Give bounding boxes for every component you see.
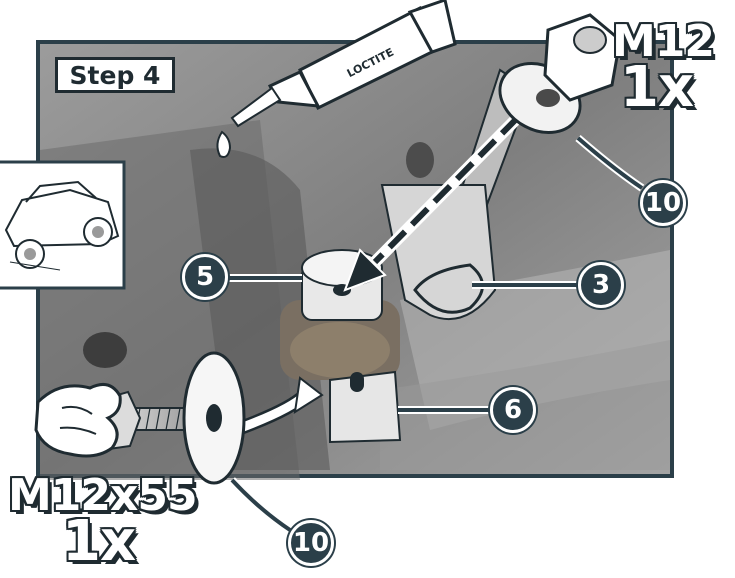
vehicle-inset <box>0 160 126 290</box>
nut-icon <box>543 13 622 102</box>
step-label: Step 4 <box>55 57 175 93</box>
hand-icon <box>34 382 122 458</box>
callout-bracket: 3 <box>578 262 624 308</box>
loctite-tube <box>216 0 457 158</box>
callout-washer-bottom: 10 <box>288 520 334 566</box>
bolt-size-label: M12x55 <box>8 470 198 521</box>
callout-bushing: 5 <box>182 254 228 300</box>
bolt-quantity-label: 1x <box>62 509 136 574</box>
insertion-arrow <box>343 90 545 292</box>
leader-lines <box>228 134 645 534</box>
nut-quantity-label: 1x <box>620 55 694 120</box>
nut-size-label: M12 <box>612 16 715 67</box>
callout-plate: 6 <box>490 387 536 433</box>
plate <box>329 370 402 444</box>
callout-washer-top: 10 <box>640 180 686 226</box>
